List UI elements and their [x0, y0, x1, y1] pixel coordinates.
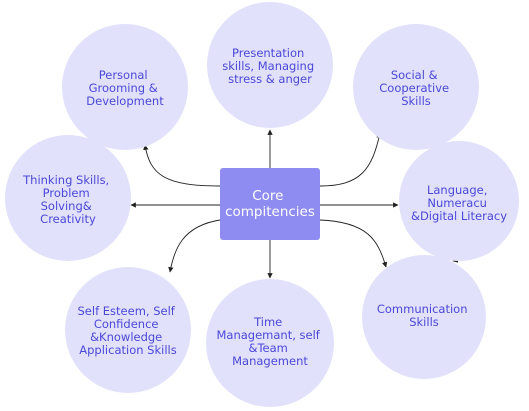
connector-edges — [130, 129, 467, 279]
node-label: Self Esteem, Self Confidence &Knowledge … — [78, 304, 179, 357]
node-communication-skills: Communication Skills — [362, 255, 486, 379]
edge-personal-grooming — [143, 144, 221, 187]
core-box — [220, 168, 320, 240]
node-personal-grooming: Personal Grooming & Development — [62, 24, 188, 150]
node-label: Social & Cooperative Skills — [379, 68, 453, 108]
node-circle — [206, 279, 334, 407]
node-social-skills: Social & Cooperative Skills — [353, 24, 479, 150]
node-label: Personal Grooming & Development — [86, 68, 164, 108]
node-label: Communication Skills — [377, 302, 471, 329]
node-language-literacy: Language, Numeracu &Digital Literacy — [399, 141, 519, 261]
node-circle — [362, 255, 486, 379]
node-presentation-skills: Presentation skills, Managing stress & a… — [207, 2, 333, 128]
node-circle — [207, 2, 333, 128]
node-circle — [65, 267, 191, 393]
edge-communication-skills — [319, 219, 388, 268]
node-circle — [399, 141, 519, 261]
node-label: Thinking Skills, Problem Solving& Creati… — [22, 173, 113, 226]
edge-self-esteem — [168, 219, 221, 273]
core-label: Core compitencies — [225, 188, 315, 220]
edge-social-skills — [319, 132, 382, 187]
node-time-management: Time Managemant, self &Team Management — [206, 279, 334, 407]
core-competencies-node: Core compitencies — [220, 168, 320, 240]
node-label: Time Managemant, self &Team Management — [216, 315, 323, 368]
node-circle — [353, 24, 479, 150]
node-self-esteem: Self Esteem, Self Confidence &Knowledge … — [65, 267, 191, 393]
node-thinking-skills: Thinking Skills, Problem Solving& Creati… — [5, 135, 131, 261]
node-circle — [62, 24, 188, 150]
node-label: Presentation skills, Managing stress & a… — [222, 46, 318, 86]
node-circle — [5, 135, 131, 261]
node-label: Language, Numeracu &Digital Literacy — [411, 183, 507, 223]
